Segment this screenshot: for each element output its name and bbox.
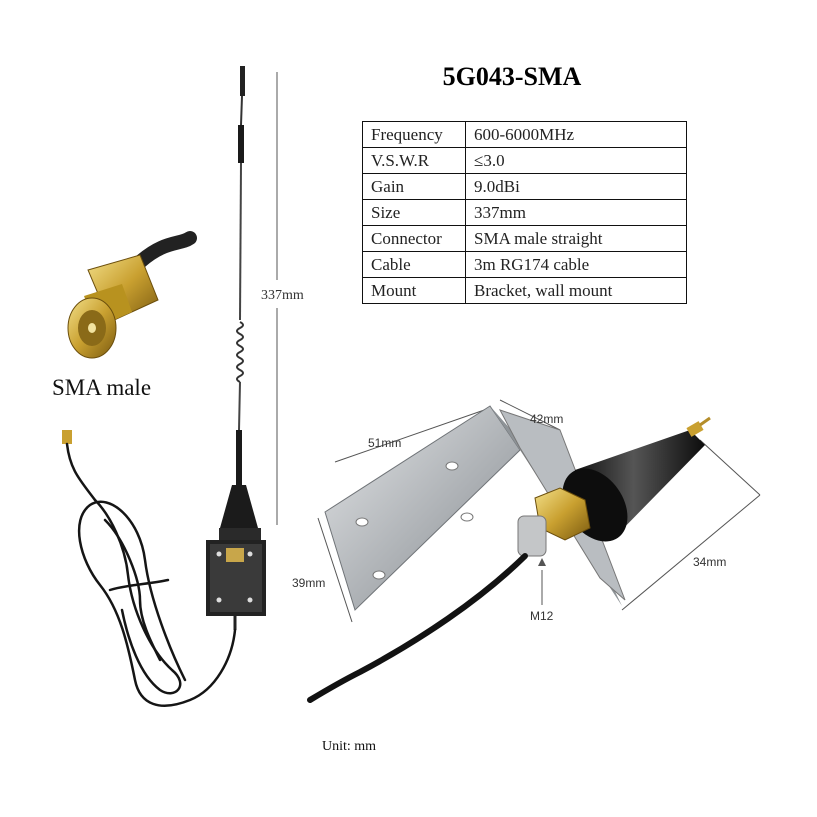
spec-row-mount: Mount Bracket, wall mount <box>362 277 687 304</box>
spec-label: Connector <box>362 225 466 252</box>
spec-table: Frequency 600-6000MHz V.S.W.R ≤3.0 Gain … <box>362 121 687 304</box>
antenna-whip-image <box>206 66 266 630</box>
spec-value: 600-6000MHz <box>465 121 687 148</box>
cone-length-label: 34mm <box>693 555 727 569</box>
coiled-cable-image <box>62 430 237 707</box>
spec-label: Size <box>362 199 466 226</box>
spec-label: Frequency <box>362 121 466 148</box>
product-title: 5G043-SMA <box>442 62 582 91</box>
spec-value: 9.0dBi <box>465 173 687 200</box>
thread-size-label: M12 <box>530 609 554 623</box>
spec-label: V.S.W.R <box>362 147 466 174</box>
bracket-width-label: 51mm <box>368 436 402 450</box>
sma-male-label: SMA male <box>52 375 152 400</box>
bracket-height-label: 39mm <box>292 576 326 590</box>
spec-value: SMA male straight <box>465 225 687 252</box>
spec-value: 3m RG174 cable <box>465 251 687 278</box>
spec-label: Mount <box>362 277 466 304</box>
spec-label: Gain <box>362 173 466 200</box>
spec-label: Cable <box>362 251 466 278</box>
spec-value: 337mm <box>465 199 687 226</box>
spec-row-frequency: Frequency 600-6000MHz <box>362 121 687 148</box>
height-dimension-label: 337mm <box>261 288 304 303</box>
unit-label: Unit: mm <box>322 739 377 754</box>
spec-row-cable: Cable 3m RG174 cable <box>362 251 687 278</box>
sma-connector-image <box>67 231 197 359</box>
spec-row-size: Size 337mm <box>362 199 687 226</box>
spec-row-connector: Connector SMA male straight <box>362 225 687 252</box>
bracket-detail-image <box>307 399 761 703</box>
spec-row-gain: Gain 9.0dBi <box>362 173 687 200</box>
bracket-depth-label: 42mm <box>530 412 564 426</box>
spec-value: Bracket, wall mount <box>465 277 687 304</box>
spec-value: ≤3.0 <box>465 147 687 174</box>
spec-row-vswr: V.S.W.R ≤3.0 <box>362 147 687 174</box>
